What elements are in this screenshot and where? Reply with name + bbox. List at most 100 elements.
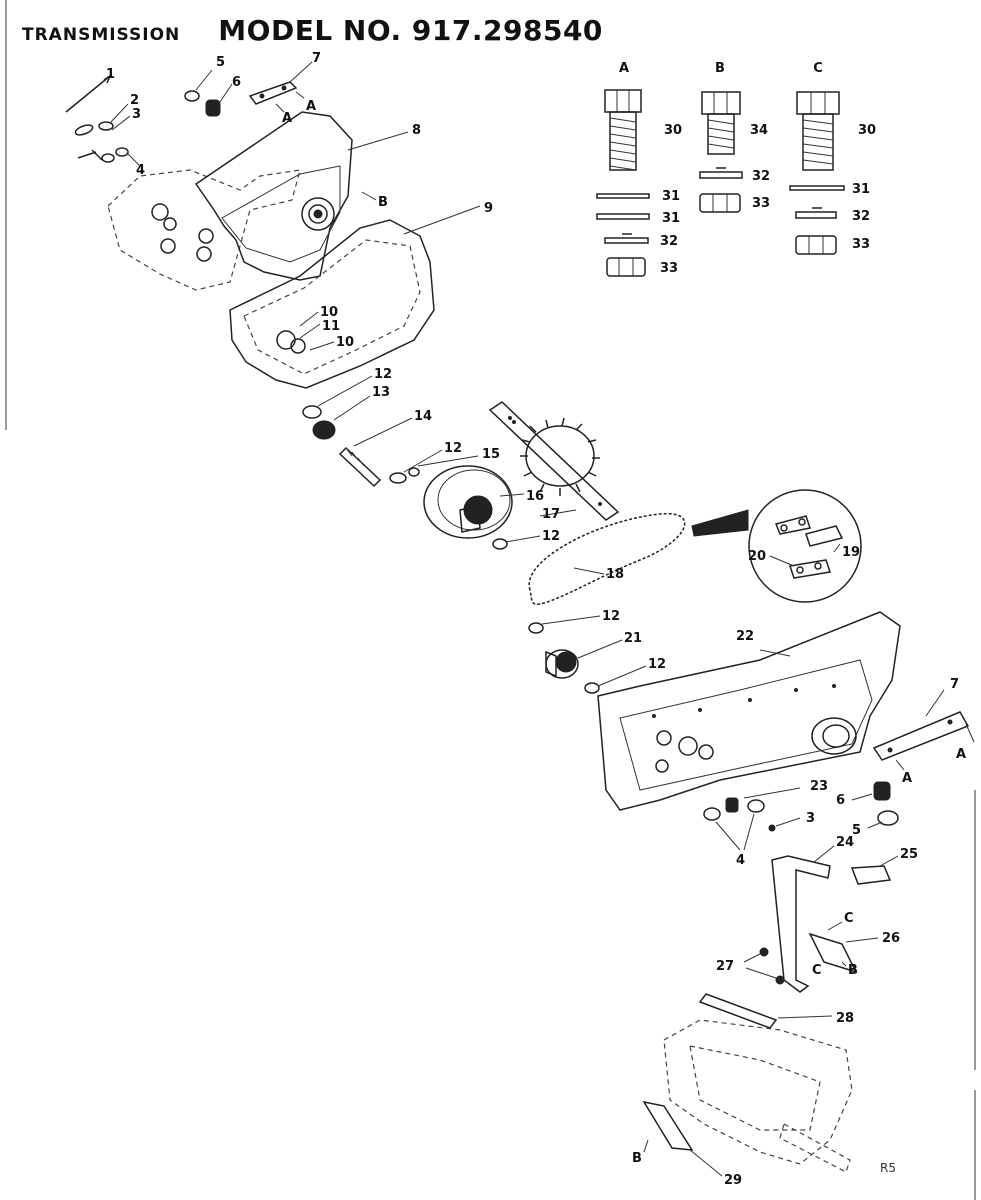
label-14: 14 (414, 409, 432, 424)
nut-33-b (699, 193, 741, 213)
part-7-bracket-top (248, 61, 313, 113)
part-12-washer-d (528, 622, 544, 634)
tine-housing-outline (663, 1019, 853, 1173)
label-7-lower: 7 (950, 677, 959, 692)
label-32-c: 32 (852, 209, 870, 224)
label-4: 4 (136, 163, 145, 178)
label-12-a: 12 (374, 367, 392, 382)
label-10-b: 10 (336, 335, 354, 350)
label-23: 23 (810, 779, 828, 794)
label-33-a: 33 (660, 261, 678, 276)
part-25-clip (850, 855, 899, 885)
part-5-nut-lower (877, 810, 899, 826)
part-4-washer-lower-b (747, 799, 765, 813)
label-a-top-2: A (282, 111, 292, 126)
label-a-lower-2: A (902, 771, 912, 786)
model-number: MODEL NO. 917.298540 (218, 14, 603, 47)
housing-boss-1 (151, 203, 169, 221)
label-32-a: 32 (660, 234, 678, 249)
part-27-nut-b (775, 975, 785, 985)
lockwasher-32-b (699, 167, 743, 179)
housing-boss-3 (160, 238, 176, 254)
part-3-screw-lower (768, 824, 776, 832)
label-10-a: 10 (320, 305, 338, 320)
part-9-gasket (229, 219, 435, 389)
label-11: 11 (322, 319, 340, 334)
part-12-washer-a (302, 405, 322, 419)
part-2-3-fasteners (74, 103, 131, 136)
label-b-lower: B (848, 963, 858, 978)
label-1: 1 (106, 67, 115, 82)
leader-4-lower-a (715, 821, 741, 851)
lockwasher-32-c (795, 207, 837, 219)
hardware-column-c: C (789, 61, 845, 255)
label-5: 5 (216, 55, 225, 70)
leader-12-a (317, 375, 373, 407)
leader-4-lower-b (743, 813, 755, 851)
label-34: 34 (750, 123, 768, 138)
part-27-nut-a (759, 947, 769, 957)
part-13-gear (312, 420, 336, 440)
part-26-plate (808, 921, 879, 974)
part-4-washer-lower-a (703, 807, 721, 821)
label-12-b: 12 (444, 441, 462, 456)
part-29-plate (642, 1100, 723, 1177)
label-15: 15 (482, 447, 500, 462)
part-4-screws (77, 147, 141, 167)
label-b-top: B (378, 195, 388, 210)
label-12-d: 12 (602, 609, 620, 624)
label-33-c: 33 (852, 237, 870, 252)
bolt-30-c (796, 91, 840, 171)
label-8: 8 (412, 123, 421, 138)
label-b-bottom: B (632, 1151, 642, 1166)
label-3-lower: 3 (806, 811, 815, 826)
label-5-lower: 5 (852, 823, 861, 838)
leader-14 (353, 417, 413, 447)
part-6-bushing-lower (873, 781, 891, 801)
leader-8 (347, 131, 409, 151)
part-12-washer-e (584, 682, 600, 694)
part-23-spacer (725, 797, 739, 813)
part-12-washer-c (492, 538, 508, 550)
label-26: 26 (882, 931, 900, 946)
label-30-c: 30 (858, 123, 876, 138)
hardware-column-a: A (596, 61, 650, 277)
label-c-2: C (812, 963, 822, 978)
part-19-20-link-detail (691, 489, 862, 603)
label-c-1: C (844, 911, 854, 926)
label-18: 18 (606, 567, 624, 582)
housing-boss-5 (196, 246, 212, 262)
corner-mark: R5 (880, 1161, 896, 1175)
leader-15 (417, 455, 479, 467)
part-16-pulley (423, 465, 525, 539)
column-label-b: B (715, 61, 725, 76)
label-24: 24 (836, 835, 854, 850)
label-a-top-1: A (306, 99, 316, 114)
label-29: 29 (724, 1173, 742, 1188)
washer-31-c (789, 185, 845, 191)
part-24-shift-lever (771, 845, 835, 993)
nut-33-a (606, 257, 646, 277)
hardware-column-b: B (699, 61, 743, 213)
bolt-34-b (701, 91, 741, 155)
leader-13 (333, 395, 371, 421)
label-30-a: 30 (664, 123, 682, 138)
page-header: TRANSMISSION MODEL NO. 917.298540 (22, 14, 603, 47)
housing-boss-4 (198, 228, 214, 244)
lockwasher-32-a (604, 233, 649, 244)
part-28-link (698, 993, 833, 1029)
section-title: TRANSMISSION (22, 25, 181, 45)
part-7-bracket-lower (872, 689, 975, 771)
label-a-lower-1: A (956, 747, 966, 762)
label-9: 9 (484, 201, 493, 216)
leader-12-c (505, 535, 541, 543)
leader-12-b (403, 449, 443, 473)
label-2: 2 (130, 93, 139, 108)
part-5-nut (184, 69, 213, 102)
part-8-cover (194, 111, 353, 281)
label-31-a: 31 (662, 189, 680, 204)
leader-5-lower (867, 821, 883, 829)
part-12-washer-b (389, 472, 407, 484)
